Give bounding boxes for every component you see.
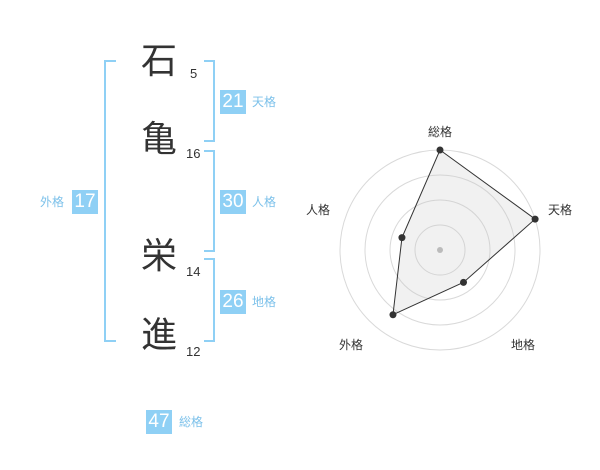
name-char-1: 石 <box>141 41 178 82</box>
stroke-count-2: 16 <box>186 146 201 161</box>
jinkaku-bracket <box>204 150 215 252</box>
name-char-3: 栄 <box>141 236 178 277</box>
radar-ring <box>414 224 466 276</box>
radar-point-4 <box>398 234 406 242</box>
radar-axis-label-4: 人格 <box>306 203 331 217</box>
stroke-count-3: 14 <box>186 264 201 279</box>
soukaku-label: 総格 <box>179 415 204 429</box>
soukaku-value: 47 <box>146 410 172 434</box>
radar-ring <box>364 174 516 326</box>
chikaku-label: 地格 <box>252 295 277 309</box>
tenkaku-label: 天格 <box>252 95 277 109</box>
chikaku-bracket <box>204 258 215 342</box>
radar-point-3 <box>389 311 397 319</box>
radar-point-1 <box>531 215 539 223</box>
stroke-count-4: 12 <box>186 344 201 359</box>
radar-axis-label-1: 天格 <box>548 203 573 217</box>
radar-axis-label-0: 総格 <box>428 125 453 139</box>
radar-polygon <box>392 149 536 316</box>
chikaku-value: 26 <box>220 290 246 314</box>
tenkaku-value: 21 <box>220 90 246 114</box>
jinkaku-label: 人格 <box>252 195 277 209</box>
radar-center-dot <box>437 247 443 253</box>
radar-axis-label-2: 地格 <box>511 338 536 352</box>
gaikaku-bracket <box>104 60 116 342</box>
gaikaku-value: 17 <box>72 190 98 214</box>
name-char-2: 亀 <box>141 119 178 160</box>
radar-point-0 <box>436 146 444 154</box>
radar-point-2 <box>460 278 468 286</box>
tenkaku-bracket <box>204 60 215 142</box>
radar-ring <box>389 199 491 301</box>
gaikaku-label: 外格 <box>40 195 65 209</box>
name-char-4: 進 <box>141 315 178 356</box>
radar-axis-label-3: 外格 <box>339 338 364 352</box>
jinkaku-value: 30 <box>220 190 246 214</box>
stroke-count-1: 5 <box>190 66 198 81</box>
